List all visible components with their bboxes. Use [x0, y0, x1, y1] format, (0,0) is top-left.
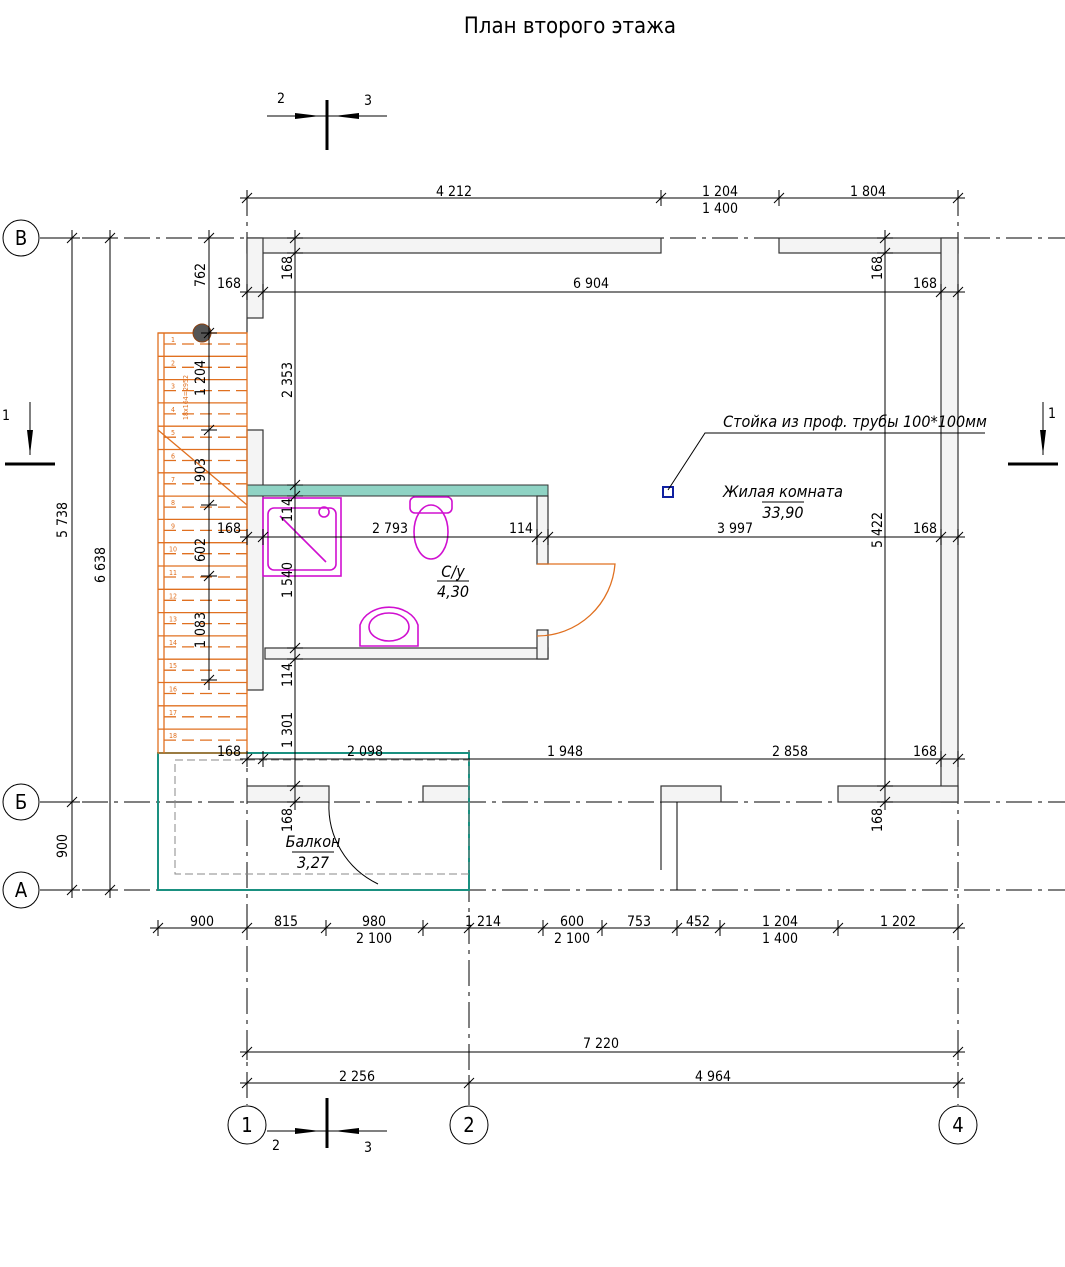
dimension-label: 168	[913, 521, 937, 537]
dimension-label: 1 948	[547, 744, 583, 760]
dimension-label: 1 400	[762, 931, 798, 947]
axis-label-v: В	[15, 226, 27, 250]
dimension-label: 6 638	[93, 547, 109, 583]
room-wc-name: С/у	[441, 562, 465, 581]
stair-step-number: 17	[169, 709, 177, 717]
section-3-bottom: 3	[364, 1140, 372, 1156]
stair-step-number: 11	[169, 569, 177, 577]
stair-step-number: 15	[169, 662, 177, 670]
axis-label-4: 4	[952, 1113, 963, 1137]
stair-step-number: 10	[169, 546, 177, 554]
dimension-label: 168	[217, 521, 241, 537]
plan-title: План второго этажа	[464, 14, 676, 39]
dimension-label: 168	[217, 744, 241, 760]
dimension-label: 600	[560, 914, 584, 930]
callout-text: Стойка из проф. трубы 100*100мм	[723, 412, 987, 431]
stair-step-number: 2	[171, 359, 175, 367]
section-marks: 2 3 2 3 1 1	[2, 91, 1058, 1156]
column-post	[662, 486, 674, 498]
dimension-label: 1 540	[280, 562, 296, 598]
dimension-label: 3 997	[717, 521, 753, 537]
toilet	[409, 496, 453, 514]
dimension-label: 114	[509, 521, 533, 537]
dimension-label: 168	[870, 808, 886, 832]
dimension-label: 1 301	[280, 712, 296, 748]
dimension-label: 762	[193, 263, 209, 287]
dimension-label: 1 804	[850, 184, 886, 200]
axis-label-1: 1	[241, 1113, 252, 1137]
fixtures	[262, 486, 674, 647]
stair-step-number: 14	[169, 639, 177, 647]
dimension-label: 602	[193, 538, 209, 562]
stair-step-number: 4	[171, 406, 175, 414]
dimension-label: 1 204	[702, 184, 738, 200]
dimension-label: 168	[913, 276, 937, 292]
dimension-label: 1 083	[193, 612, 209, 648]
dimension-label: 1 204	[762, 914, 798, 930]
stair-step-number: 1	[171, 336, 175, 344]
dimension-label: 168	[280, 808, 296, 832]
stair-step-number: 7	[171, 476, 175, 484]
dimension-label: 900	[190, 914, 214, 930]
dimension-label: 4 212	[436, 184, 472, 200]
dimension-label: 2 100	[356, 931, 392, 947]
stair-step-number: 6	[171, 453, 175, 461]
stair-step-number: 9	[171, 522, 175, 530]
dimension-label: 1 400	[702, 201, 738, 217]
dimension-label: 2 793	[372, 521, 408, 537]
dimension-label: 1 202	[880, 914, 916, 930]
room-balcony-area: 3,27	[297, 853, 330, 872]
stair-step-number: 12	[169, 592, 177, 600]
room-wc-area: 4,30	[437, 582, 469, 601]
dimension-label: 4 964	[695, 1069, 731, 1085]
dimension-label: 452	[686, 914, 710, 930]
dimension-label: 114	[280, 663, 296, 687]
washbasin	[359, 606, 419, 647]
section-2-bottom: 2	[272, 1138, 280, 1154]
stair-step-number: 5	[171, 429, 175, 437]
stair-step-number: 13	[169, 616, 177, 624]
axis-label-b: Б	[15, 790, 27, 814]
section-2-top: 2	[277, 91, 285, 107]
dimension-label: 168	[870, 256, 886, 280]
dimension-label: 1 214	[465, 914, 501, 930]
stair-step-number: 3	[171, 383, 175, 391]
dimension-label: 815	[274, 914, 298, 930]
callout-leader	[667, 432, 985, 491]
dimension-label: 753	[627, 914, 651, 930]
room-living-name: Жилая комната	[722, 482, 843, 501]
dimension-label: 6 904	[573, 276, 609, 292]
section-3-top: 3	[364, 93, 372, 109]
dimension-label: 5 422	[870, 512, 886, 548]
dimension-label: 2 858	[772, 744, 808, 760]
dimension-label: 168	[217, 276, 241, 292]
dimension-label: 980	[362, 914, 386, 930]
dimension-label: 168	[913, 744, 937, 760]
section-1-left: 1	[2, 408, 10, 424]
dimension-label: 2 353	[280, 362, 296, 398]
stair-step-number: 8	[171, 499, 175, 507]
dimension-label: 903	[193, 458, 209, 482]
stair-step-number: 16	[169, 686, 177, 694]
dimension-lines	[64, 190, 965, 1091]
dimension-label: 168	[280, 256, 296, 280]
stair-note: 18x164=2952	[182, 375, 190, 420]
dimension-label: 2 100	[554, 931, 590, 947]
dimension-label: 7 220	[583, 1036, 619, 1052]
dimension-label: 900	[55, 834, 71, 858]
dimension-label: 1 204	[193, 360, 209, 396]
stair-step-number: 18	[169, 732, 177, 740]
section-1-right: 1	[1048, 406, 1056, 422]
dimension-label: 114	[280, 498, 296, 522]
room-balcony-name: Балкон	[286, 832, 341, 851]
room-living-area: 33,90	[762, 503, 803, 522]
axis-label-2: 2	[463, 1113, 474, 1137]
dimension-label: 2 256	[339, 1069, 375, 1085]
axis-label-a: А	[15, 878, 28, 902]
walls	[157, 237, 959, 891]
dimension-label: 5 738	[55, 502, 71, 538]
dimension-label: 2 098	[347, 744, 383, 760]
